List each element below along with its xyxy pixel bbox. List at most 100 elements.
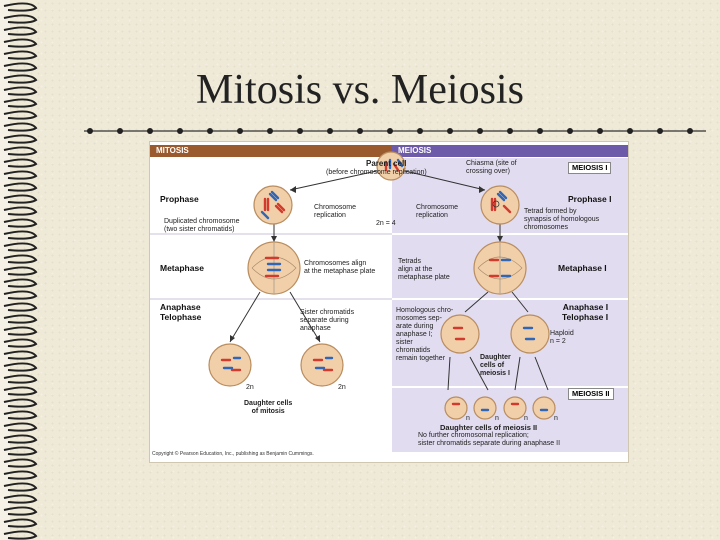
meiosis-one-tag: MEIOSIS I bbox=[568, 162, 612, 174]
meiosis-ii-cell-1 bbox=[444, 396, 468, 420]
stage-prophase: Prophase bbox=[160, 194, 199, 204]
divider-dot bbox=[357, 128, 363, 134]
binding-ring bbox=[3, 326, 38, 336]
replication-left-label: Chromosome replication bbox=[314, 204, 357, 219]
mitosis-daughter-cell-2 bbox=[300, 343, 344, 387]
stage-anaphase-telophase-one: Anaphase I Telophase I bbox=[562, 302, 609, 322]
meiosis-i-daughter-cell-2 bbox=[510, 314, 550, 354]
two-n-left-label: 2n bbox=[246, 384, 254, 391]
divider-dot bbox=[387, 128, 393, 134]
meiosis-header-bar bbox=[392, 145, 628, 157]
divider-dot bbox=[507, 128, 513, 134]
binding-ring bbox=[3, 218, 38, 228]
binding-ring bbox=[3, 494, 38, 504]
n-label-4: n bbox=[554, 415, 558, 422]
divider-dot bbox=[147, 128, 153, 134]
divider-dot bbox=[627, 128, 633, 134]
n-label-1: n bbox=[466, 415, 470, 422]
haploid-label: Haploid n = 2 bbox=[550, 330, 574, 345]
binding-ring bbox=[3, 338, 38, 348]
meiosis-ii-cell-2 bbox=[473, 396, 497, 420]
divider-dot bbox=[447, 128, 453, 134]
binding-ring bbox=[3, 170, 38, 180]
mitosis-meiosis-figure: MITOSIS MEIOSIS Parent cell (before chro… bbox=[150, 142, 628, 462]
copyright-notice: Copyright © Pearson Education, Inc., pub… bbox=[152, 451, 314, 457]
binding-ring bbox=[3, 134, 38, 144]
daughter-meiosis-i-label: Daughter cells of meiosis I bbox=[480, 354, 511, 377]
binding-ring bbox=[3, 62, 38, 72]
binding-ring bbox=[3, 182, 38, 192]
binding-ring bbox=[3, 446, 38, 456]
binding-ring bbox=[3, 86, 38, 96]
binding-ring bbox=[3, 290, 38, 300]
binding-ring bbox=[3, 362, 38, 372]
chromosomes-align-label: Chromosomes align at the metaphase plate bbox=[304, 260, 376, 275]
two-n-right-label: 2n bbox=[338, 384, 346, 391]
meiosis-prophase-cell bbox=[480, 185, 520, 225]
binding-ring bbox=[3, 146, 38, 156]
divider-dot bbox=[297, 128, 303, 134]
binding-ring bbox=[3, 158, 38, 168]
binding-ring bbox=[3, 350, 38, 360]
mitosis-header-bar bbox=[150, 145, 392, 157]
divider-dot bbox=[207, 128, 213, 134]
divider-dot bbox=[537, 128, 543, 134]
daughter-mitosis-label: Daughter cells of mitosis bbox=[244, 400, 293, 415]
replication-right-label: Chromosome replication bbox=[416, 204, 459, 219]
stage-anaphase-telophase: Anaphase Telophase bbox=[160, 302, 202, 322]
divider-dot bbox=[687, 128, 693, 134]
binding-ring bbox=[3, 458, 38, 468]
binding-ring bbox=[3, 38, 38, 48]
binding-ring bbox=[3, 410, 38, 420]
n-label-3: n bbox=[524, 415, 528, 422]
divider-dot bbox=[657, 128, 663, 134]
tetrads-align-label: Tetrads align at the metaphase plate bbox=[398, 258, 450, 281]
binding-ring bbox=[3, 74, 38, 84]
binding-ring bbox=[3, 530, 38, 540]
parent-cell-label: Parent cell bbox=[366, 159, 407, 168]
no-further-replication-label: No further chromosomal replication; sist… bbox=[418, 432, 561, 447]
divider-dot bbox=[87, 128, 93, 134]
binding-ring bbox=[3, 518, 38, 528]
binding-ring bbox=[3, 230, 38, 240]
meiosis-ii-cell-4 bbox=[532, 396, 556, 420]
binding-ring bbox=[3, 122, 38, 132]
binding-ring bbox=[3, 110, 38, 120]
binding-ring bbox=[3, 434, 38, 444]
mitosis-daughter-cell-1 bbox=[208, 343, 252, 387]
meiosis-i-daughter-cell-1 bbox=[440, 314, 480, 354]
duplicated-chromosome-label: Duplicated chromosome (two sister chroma… bbox=[164, 218, 240, 233]
binding-ring bbox=[3, 386, 38, 396]
stage-metaphase: Metaphase bbox=[160, 263, 204, 273]
binding-ring bbox=[3, 374, 38, 384]
two-n-four-label: 2n = 4 bbox=[376, 220, 396, 227]
stage-prophase-one: Prophase I bbox=[568, 194, 612, 204]
binding-ring bbox=[3, 398, 38, 408]
binding-ring bbox=[3, 314, 38, 324]
slide-title: Mitosis vs. Meiosis bbox=[196, 67, 524, 113]
sister-chromatids-label: Sister chromatids separate during anapha… bbox=[300, 309, 355, 332]
binding-ring bbox=[3, 98, 38, 108]
binding-ring bbox=[3, 26, 38, 36]
divider-dot bbox=[597, 128, 603, 134]
binding-ring bbox=[3, 206, 38, 216]
daughter-meiosis-ii-label: Daughter cells of meiosis II bbox=[440, 423, 538, 432]
divider-dot bbox=[177, 128, 183, 134]
mitosis-header: MITOSIS bbox=[156, 146, 189, 155]
title-divider bbox=[84, 128, 706, 134]
divider-dot bbox=[237, 128, 243, 134]
tetrad-label: Tetrad formed by synapsis of homologous … bbox=[524, 208, 600, 231]
binding-ring bbox=[3, 470, 38, 480]
binding-ring bbox=[3, 2, 38, 12]
binding-ring bbox=[3, 254, 38, 264]
meiosis-two-tag: MEIOSIS II bbox=[568, 388, 614, 400]
n-label-2: n bbox=[495, 415, 499, 422]
binding-rings bbox=[0, 0, 38, 540]
divider-dot bbox=[267, 128, 273, 134]
binding-ring bbox=[3, 482, 38, 492]
binding-ring bbox=[3, 422, 38, 432]
binding-ring bbox=[3, 278, 38, 288]
meiosis-header: MEIOSIS bbox=[398, 146, 432, 155]
binding-ring bbox=[3, 194, 38, 204]
binding-ring bbox=[3, 302, 38, 312]
